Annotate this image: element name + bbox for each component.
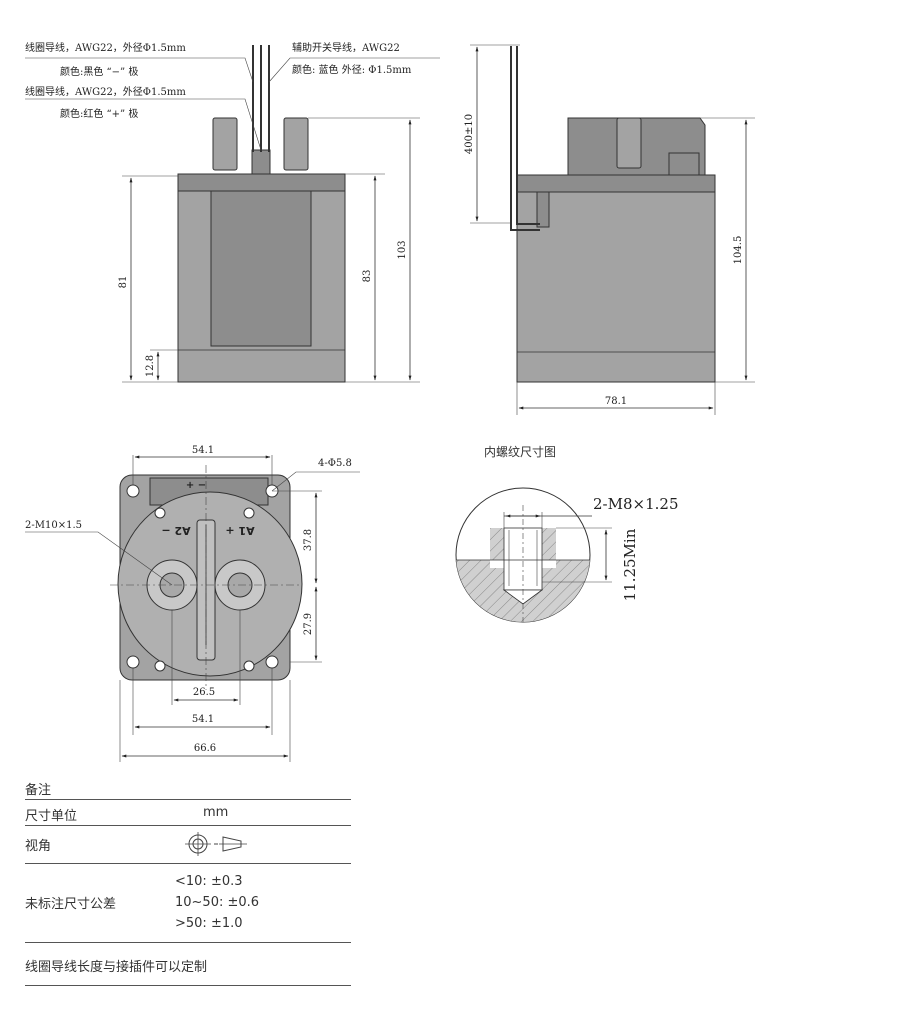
notes-title-row: 备注 [25, 776, 351, 800]
dim-400: 400±10 [464, 114, 475, 154]
terminal-a2-label: A2 − [161, 524, 190, 537]
dim-83: 83 [362, 270, 373, 283]
lead-exit [251, 149, 271, 176]
lead-red-label: 线圈导线，AWG22，外径Φ1.5mm [25, 85, 186, 98]
tolerance-lt10: <10: ±0.3 [175, 874, 243, 889]
tolerance-10-50: 10~50: ±0.6 [175, 895, 260, 910]
dim-26-5: 26.5 [193, 687, 215, 698]
dim-66-6: 66.6 [194, 743, 216, 754]
tolerance-label: 未标注尺寸公差 [25, 897, 117, 912]
thread-label: 2-M10×1.5 [25, 520, 82, 531]
dim-27-9: 27.9 [303, 613, 314, 635]
unit-label: 尺寸单位 [25, 809, 78, 824]
view-label: 视角 [25, 839, 52, 854]
lead-black-label: 线圈导线，AWG22，外径Φ1.5mm [25, 41, 186, 54]
dim-78-1: 78.1 [605, 396, 627, 407]
thread-detail-caption: 内螺纹尺寸图 [484, 445, 556, 459]
lead-black-color: 颜色:黑色 “−” 极 [60, 65, 138, 78]
unit-value: mm [203, 805, 229, 820]
pm-label: + − [186, 480, 206, 491]
holes-label: 4-Φ5.8 [318, 458, 352, 469]
thread-detail: 内螺纹尺寸图 2-M8×1.25 11.25Min [455, 445, 678, 623]
aux-lead-color: 颜色: 蓝色 外径: Φ1.5mm [292, 63, 412, 76]
tolerance-row: 未标注尺寸公差 <10: ±0.3 10~50: ±0.6 >50: ±1.0 [25, 864, 351, 943]
thread-spec: 2-M8×1.25 [593, 495, 678, 513]
side-cap [177, 173, 346, 193]
custom-note-row: 线圈导线长度与接插件可以定制 [25, 943, 351, 986]
dim-81: 81 [118, 276, 129, 289]
tolerance-gt50: >50: ±1.0 [175, 916, 243, 931]
notes-title: 备注 [25, 783, 52, 798]
terminal-post-right [283, 117, 309, 171]
notes-table: 备注 尺寸单位 mm 视角 未标注尺寸公差 <10: ±0.3 10~50: ±… [25, 776, 351, 986]
side-view: 线圈导线，AWG22，外径Φ1.5mm 颜色:黑色 “−” 极 线圈导线，AWG… [25, 41, 440, 383]
dim-54-1-top: 54.1 [192, 445, 214, 456]
lead-red-color: 颜色:红色 “+” 极 [60, 107, 138, 120]
unit-row: 尺寸单位 mm [25, 800, 351, 826]
dim-103: 103 [397, 240, 408, 259]
tolerance-values: <10: ±0.3 10~50: ±0.6 >50: ±1.0 [175, 871, 259, 934]
dim-104-5: 104.5 [733, 236, 744, 265]
projection-symbol-icon [185, 832, 247, 856]
terminal-a1-label: A1 + [225, 524, 254, 537]
dim-54-1-bottom: 54.1 [192, 714, 214, 725]
end-body [516, 191, 716, 383]
view-row: 视角 [25, 826, 351, 864]
thread-depth: 11.25Min [621, 528, 639, 601]
end-view: 400±10 104.5 78.1 [464, 44, 755, 415]
dim-12-8: 12.8 [145, 355, 156, 377]
terminal-post-left [212, 117, 238, 171]
aux-lead-label: 辅助开关导线，AWG22 [292, 41, 400, 54]
custom-note: 线圈导线长度与接插件可以定制 [25, 960, 208, 975]
dim-37-8: 37.8 [303, 529, 314, 551]
top-view: A2 − A1 + + − 54.1 4-Φ5.8 2-M10×1.5 37.8… [25, 445, 360, 762]
